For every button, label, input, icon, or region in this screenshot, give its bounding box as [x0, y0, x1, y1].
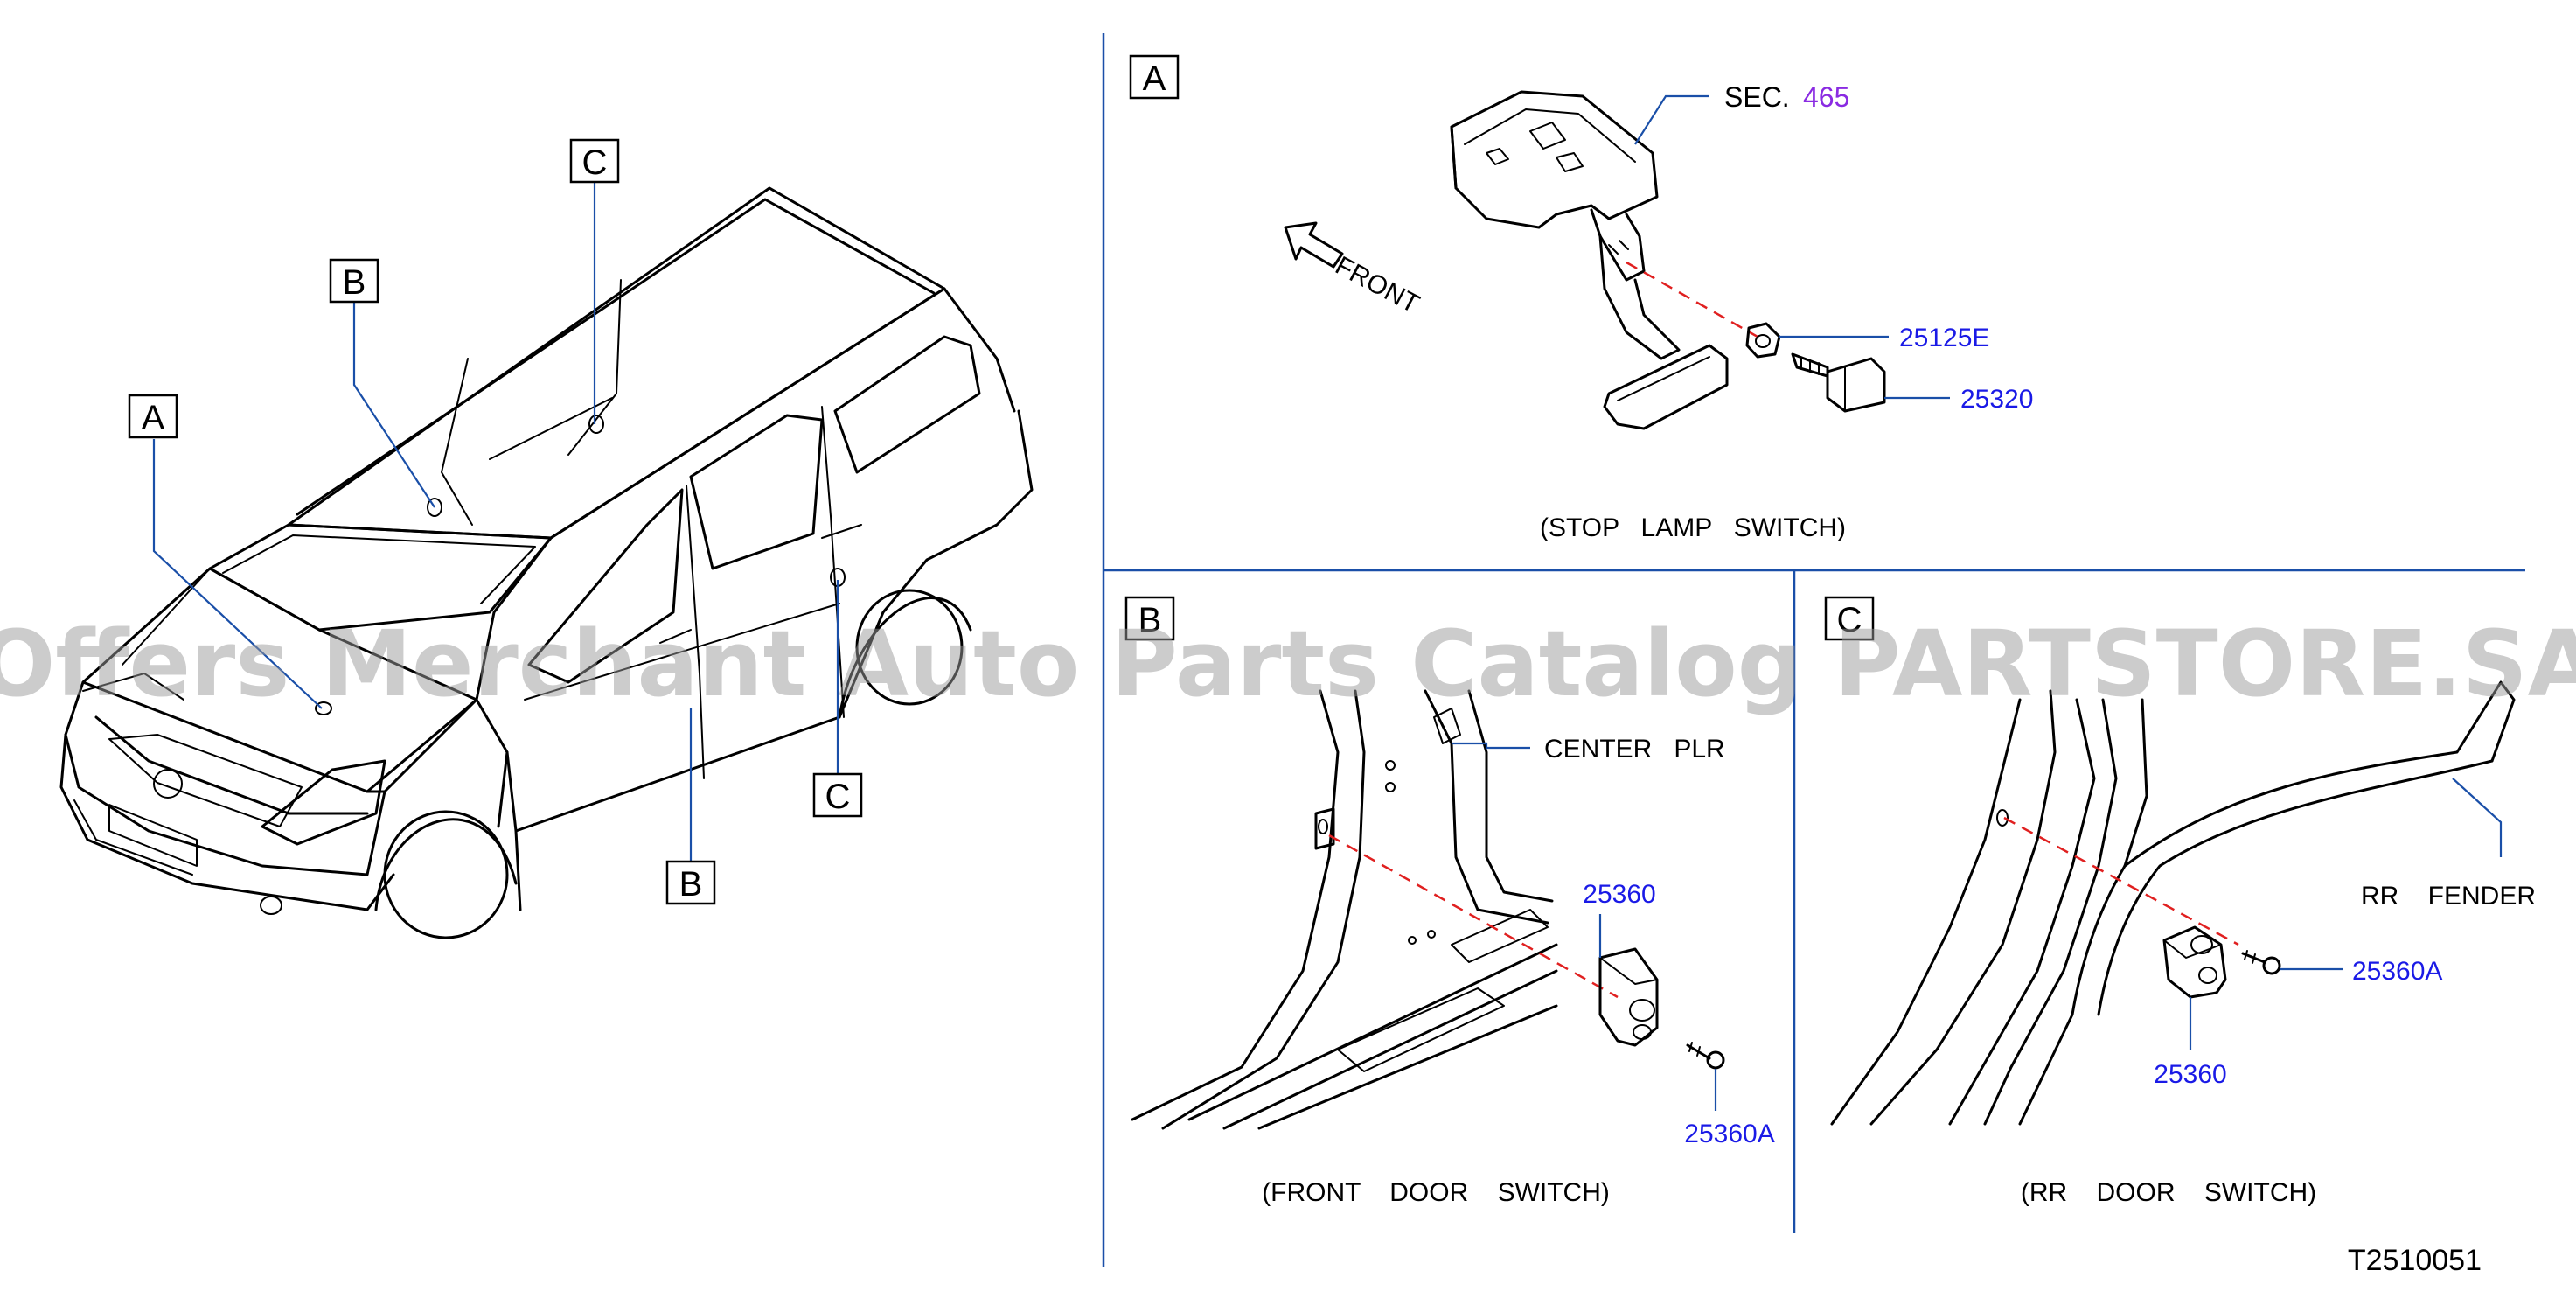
panel-a-caption: (STOP LAMP SWITCH): [1540, 513, 1846, 542]
panel-b-tag: B: [1138, 601, 1162, 639]
part-25320-link[interactable]: 25320: [1960, 385, 2033, 414]
front-label: FRONT: [1331, 251, 1424, 319]
panel-b-caption: (FRONT DOOR SWITCH): [1262, 1178, 1610, 1207]
stop-lamp-switch-drawing: [1791, 352, 1886, 413]
front-direction-arrow-icon: [1284, 221, 1344, 269]
panel-b: B CENTER PLR: [1124, 596, 1775, 1207]
callout-b-top-label: B: [343, 263, 366, 302]
stop-lamp-clip-drawing: [1745, 322, 1781, 359]
rear-door-opening-drawing: [1830, 680, 2516, 1126]
callout-c-top-label: C: [582, 143, 608, 182]
callout-b-top: B: [329, 258, 379, 304]
watermark-text: Offers Merchant Auto Parts Catalog PARTS…: [0, 611, 2576, 717]
vehicle-overview-drawing: [59, 186, 1034, 939]
part-25125e-link[interactable]: 25125E: [1899, 324, 1989, 352]
callout-c-bottom: C: [812, 772, 863, 818]
diagram-id: T2510051: [2348, 1244, 2482, 1277]
part-25360-c-link[interactable]: 25360: [2154, 1060, 2226, 1089]
callout-b-bottom: B: [665, 860, 716, 905]
part-25360a-b-link[interactable]: 25360A: [1684, 1120, 1774, 1148]
part-25360a-c-link[interactable]: 25360A: [2352, 957, 2442, 986]
panel-c: C RR FENDER 25360A: [1824, 596, 2536, 1207]
rear-fender-label: RR FENDER: [2361, 882, 2536, 911]
panel-c-caption: (RR DOOR SWITCH): [2021, 1178, 2316, 1207]
callout-c-bottom-label: C: [825, 778, 851, 816]
brake-pedal-drawing: [1450, 90, 1729, 430]
overview-leaders: [152, 182, 839, 862]
callout-a-label: A: [142, 399, 165, 437]
panel-a: A FRONT SEC. 465: [1129, 54, 2033, 542]
front-door-switch-bolt-drawing: [1686, 1042, 1725, 1070]
sec-label: SEC.: [1724, 81, 1790, 113]
callout-c-top: C: [569, 138, 620, 184]
rear-door-switch-bolt-drawing: [2241, 950, 2281, 975]
callout-b-bottom-label: B: [679, 865, 703, 904]
center-pillar-label: CENTER PLR: [1544, 735, 1725, 764]
center-pillar-drawing: [1131, 689, 1558, 1130]
sec-number-link[interactable]: 465: [1803, 81, 1849, 113]
callout-a: A: [128, 394, 178, 439]
rear-door-switch-drawing: [2162, 925, 2227, 999]
front-door-switch-drawing: [1598, 947, 1659, 1047]
panel-c-tag: C: [1837, 601, 1862, 639]
panel-separators: [1102, 33, 2525, 1267]
panel-a-tag: A: [1143, 59, 1166, 98]
part-25360-b-link[interactable]: 25360: [1583, 880, 1655, 909]
